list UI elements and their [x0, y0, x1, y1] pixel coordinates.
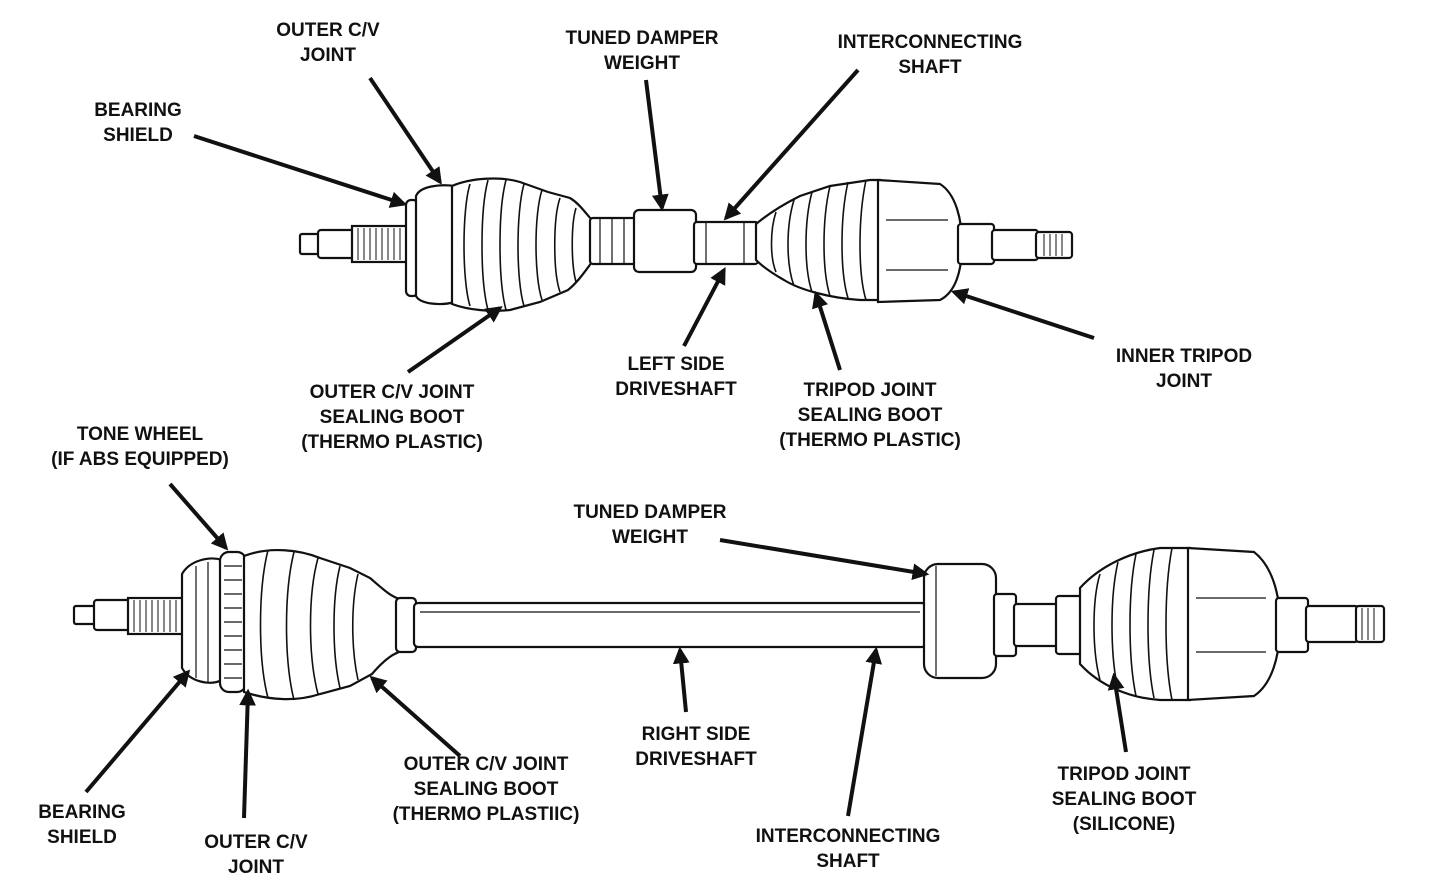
label-outer-cv-boot: OUTER C/V JOINT SEALING BOOT (THERMO PLA… — [301, 382, 483, 453]
arrow-bearing-shield — [84, 669, 191, 794]
outer-cv-boot-icon — [450, 177, 594, 312]
arrow-left-side-driveshaft — [682, 267, 726, 347]
arrow-tripod-boot — [812, 290, 842, 371]
arrow-outer-cv-joint — [239, 688, 256, 819]
inner-spline-icon — [1034, 230, 1074, 260]
arrow-bearing-shield — [193, 134, 408, 208]
tuned-damper-weight-icon — [922, 562, 998, 680]
outer-spline-icon — [350, 224, 410, 264]
arrow-outer-cv-boot — [369, 675, 462, 758]
inner-tripod-joint-icon — [876, 178, 964, 304]
label-outer-cv-joint: OUTER C/V JOINT — [204, 832, 308, 878]
outer-cv-joint-icon — [414, 184, 457, 306]
label-right-side-driveshaft: RIGHT SIDE DRIVESHAFT — [635, 724, 757, 770]
label-tripod-boot: TRIPOD JOINT SEALING BOOT (THERMO PLASTI… — [779, 380, 961, 451]
label-tuned-damper-weight: TUNED DAMPER WEIGHT — [573, 502, 727, 548]
label-outer-cv-joint: OUTER C/V JOINT — [276, 20, 380, 66]
label-inner-tripod-joint: INNER TRIPOD JOINT — [1115, 346, 1253, 392]
interconnecting-shaft-icon — [412, 601, 928, 649]
leader-arrows — [84, 68, 1128, 819]
label-left-side-driveshaft: LEFT SIDE DRIVESHAFT — [615, 354, 737, 400]
interconnecting-shaft-icon — [692, 220, 760, 266]
bearing-shield-icon — [180, 557, 224, 684]
tuned-damper-weight-icon — [632, 208, 698, 274]
arrow-interconnecting-shaft — [723, 68, 860, 221]
label-tripod-boot: TRIPOD JOINT SEALING BOOT (SILICONE) — [1051, 764, 1197, 835]
tripod-housing-icon — [1186, 546, 1282, 702]
right-driveshaft-illustration — [72, 546, 1386, 702]
outer-spline-icon — [126, 596, 186, 636]
arrow-tone-wheel — [168, 482, 229, 551]
arrow-outer-cv-boot — [406, 306, 503, 374]
label-outer-cv-boot: OUTER C/V JOINT SEALING BOOT (THERMO PLA… — [392, 754, 580, 825]
tripod-boot-icon — [1078, 546, 1192, 702]
arrow-right-side-driveshaft — [672, 646, 690, 713]
label-bearing-shield: BEARING SHIELD — [38, 802, 126, 848]
arrow-inner-tripod-joint — [950, 288, 1095, 340]
tripod-boot-icon — [754, 178, 882, 302]
label-bearing-shield: BEARING SHIELD — [94, 100, 182, 146]
arrow-tuned-damper-weight — [644, 79, 669, 212]
label-tone-wheel: TONE WHEEL (IF ABS EQUIPPED) — [51, 424, 229, 470]
arrow-outer-cv-joint — [368, 76, 442, 185]
label-interconnecting-shaft: INTERCONNECTING SHAFT — [837, 32, 1023, 78]
arrow-interconnecting-shaft — [846, 646, 883, 817]
arrow-tripod-boot — [1107, 672, 1128, 753]
label-interconnecting-shaft: INTERCONNECTING SHAFT — [755, 826, 941, 872]
label-tuned-damper-weight: TUNED DAMPER WEIGHT — [565, 28, 719, 74]
inner-spline-icon — [1354, 604, 1386, 644]
outer-cv-boot-icon — [242, 548, 408, 701]
arrow-tuned-damper-weight — [719, 538, 930, 581]
left-driveshaft-illustration — [298, 177, 1074, 312]
